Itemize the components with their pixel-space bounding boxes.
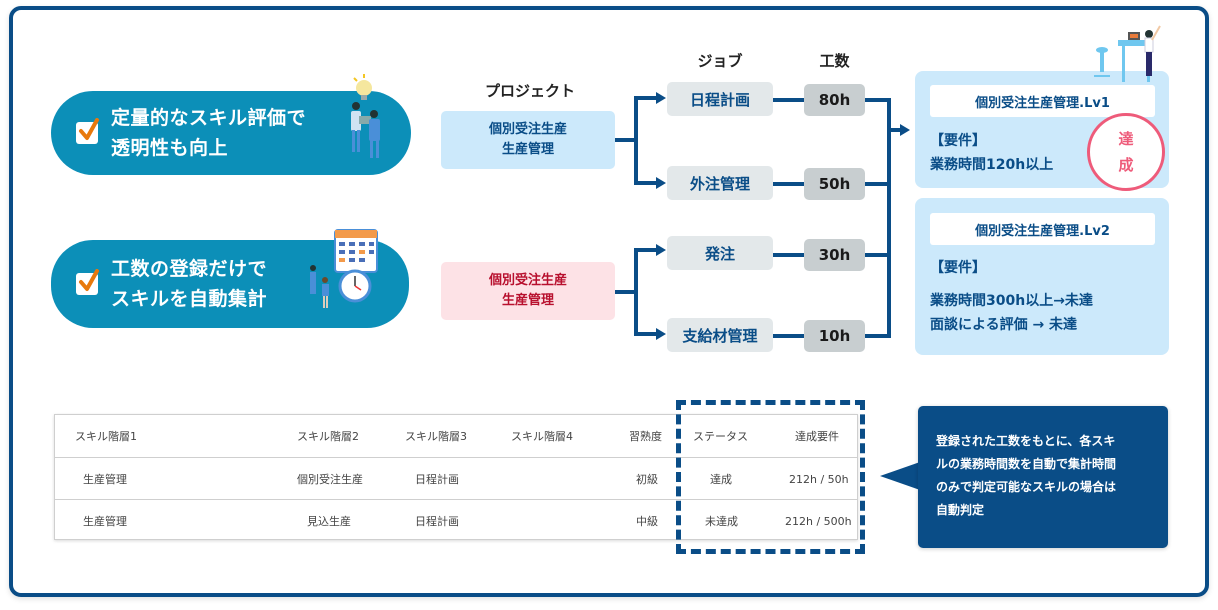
callout-line: のみで判定可能なスキルの場合は bbox=[936, 480, 1117, 494]
arrow-right-icon bbox=[656, 328, 666, 340]
job-box: 支給材管理 bbox=[667, 318, 773, 352]
header-cell: 習熟度 bbox=[629, 430, 662, 443]
arrow-right-icon bbox=[656, 177, 666, 189]
calendar-clock-illustration bbox=[310, 229, 378, 308]
arrow-right-icon bbox=[900, 124, 910, 136]
hours-box: 30h bbox=[804, 239, 865, 271]
connector-line bbox=[615, 290, 637, 294]
connector-line bbox=[615, 138, 637, 142]
connector-line bbox=[634, 96, 638, 184]
table-cell: 初級 bbox=[636, 473, 658, 486]
callout-line: ルの業務時間数を自動で集計時間 bbox=[936, 457, 1117, 471]
stamp-char: 達 bbox=[1118, 130, 1134, 148]
table-cell: 日程計画 bbox=[415, 473, 459, 486]
connector-line bbox=[634, 248, 658, 252]
connector-line bbox=[865, 253, 890, 257]
level-title: 個別受注生産管理.Lv2 bbox=[930, 213, 1155, 245]
feature-text: 定量的なスキル評価で 透明性も向上 bbox=[111, 103, 306, 163]
project-box-2: 個別受注生産 生産管理 bbox=[441, 262, 615, 320]
hours-box: 10h bbox=[804, 320, 865, 352]
job-box: 日程計画 bbox=[667, 82, 773, 116]
table-row: 生産管理 見込生産 日程計画 中級 未達成 212h / 500h bbox=[55, 499, 857, 541]
table-cell: 生産管理 bbox=[83, 473, 127, 486]
connector-line bbox=[634, 332, 658, 336]
requirement-label: 【要件】 bbox=[930, 133, 986, 149]
connector-line bbox=[865, 182, 890, 186]
requirement-label: 【要件】 bbox=[930, 260, 986, 276]
connector-line bbox=[773, 98, 804, 102]
project-box-1: 個別受注生産 生産管理 bbox=[441, 111, 615, 169]
checkbox-icon bbox=[76, 118, 99, 144]
table-cell: 個別受注生産 bbox=[297, 473, 363, 486]
project-line: 個別受注生産 bbox=[488, 122, 567, 137]
callout-line: 登録された工数をもとに、各スキ bbox=[936, 434, 1116, 448]
requirement-text: 【要件】 業務時間120h以上 bbox=[930, 129, 1053, 177]
feature-line: 定量的なスキル評価で bbox=[111, 107, 307, 129]
connector-line bbox=[634, 96, 658, 100]
feature-text: 工数の登録だけで スキルを自動集計 bbox=[111, 254, 267, 314]
skill-table: スキル階層1 スキル階層2 スキル階層3 スキル階層4 習熟度 ステータス 達成… bbox=[54, 414, 858, 540]
stamp-char: 成 bbox=[1118, 156, 1134, 174]
feature-line: 透明性も向上 bbox=[111, 137, 229, 159]
person-desk-illustration bbox=[1094, 25, 1161, 82]
feature-line: 工数の登録だけで bbox=[111, 258, 268, 280]
header-cell: スキル階層4 bbox=[511, 430, 573, 443]
callout-bubble: 登録された工数をもとに、各スキ ルの業務時間数を自動で集計時間 のみで判定可能な… bbox=[918, 406, 1168, 548]
table-cell: 日程計画 bbox=[415, 515, 459, 528]
connector-line bbox=[773, 334, 804, 338]
table-row: 生産管理 個別受注生産 日程計画 初級 達成 212h / 50h bbox=[55, 457, 857, 499]
table-cell: 見込生産 bbox=[307, 515, 351, 528]
status-cell: 達成 bbox=[710, 473, 732, 486]
table-cell: 中級 bbox=[636, 515, 658, 528]
requirement-cell: 212h / 50h bbox=[789, 472, 849, 486]
status-cell: 未達成 bbox=[705, 515, 738, 528]
header-cell: ステータス bbox=[693, 430, 748, 443]
table-header-row: スキル階層1 スキル階層2 スキル階層3 スキル階層4 習熟度 ステータス 達成… bbox=[55, 415, 857, 457]
level-title: 個別受注生産管理.Lv1 bbox=[930, 85, 1155, 117]
connector-line bbox=[865, 334, 890, 338]
connector-line bbox=[773, 253, 804, 257]
level-card-lv2: 個別受注生産管理.Lv2 【要件】 業務時間300h以上→未達 面談による評価 … bbox=[915, 198, 1169, 355]
job-box: 外注管理 bbox=[667, 166, 773, 200]
connector-line bbox=[773, 182, 804, 186]
heading-project: プロジェクト bbox=[484, 82, 575, 100]
header-cell: スキル階層3 bbox=[405, 430, 467, 443]
hours-box: 50h bbox=[804, 168, 865, 200]
connector-line bbox=[887, 98, 891, 338]
header-cell: 達成要件 bbox=[795, 430, 839, 443]
highlight-dashed-box bbox=[676, 400, 865, 554]
requirement-cell: 212h / 500h bbox=[785, 514, 852, 528]
callout-pointer bbox=[880, 462, 920, 490]
heading-hours: 工数 bbox=[819, 52, 850, 70]
project-line: 生産管理 bbox=[501, 142, 554, 157]
requirement-line: 面談による評価 → 未達 bbox=[930, 317, 1078, 333]
requirement-line: 業務時間120h以上 bbox=[930, 157, 1054, 173]
heading-job: ジョブ bbox=[697, 52, 743, 70]
project-line: 生産管理 bbox=[501, 293, 554, 308]
header-cell: スキル階層1 bbox=[75, 430, 137, 443]
people-lightbulb-illustration bbox=[351, 74, 380, 158]
header-cell: スキル階層2 bbox=[297, 430, 359, 443]
table-cell: 生産管理 bbox=[83, 515, 127, 528]
achieved-stamp: 達 成 bbox=[1087, 113, 1165, 191]
requirement-line: 業務時間300h以上→未達 bbox=[930, 293, 1093, 309]
connector-line bbox=[634, 181, 658, 185]
connector-line bbox=[634, 248, 638, 335]
hours-box: 80h bbox=[804, 84, 865, 116]
feature-line: スキルを自動集計 bbox=[111, 288, 268, 310]
job-box: 発注 bbox=[667, 236, 773, 270]
connector-line bbox=[887, 128, 901, 132]
requirement-text: 業務時間300h以上→未達 面談による評価 → 未達 bbox=[930, 289, 1093, 337]
project-line: 個別受注生産 bbox=[488, 273, 567, 288]
feature-pill-skill-evaluation: 定量的なスキル評価で 透明性も向上 bbox=[51, 91, 411, 175]
arrow-right-icon bbox=[656, 244, 666, 256]
connector-line bbox=[865, 98, 890, 102]
arrow-right-icon bbox=[656, 92, 666, 104]
checkbox-icon bbox=[76, 269, 99, 295]
callout-line: 自動判定 bbox=[936, 503, 985, 517]
